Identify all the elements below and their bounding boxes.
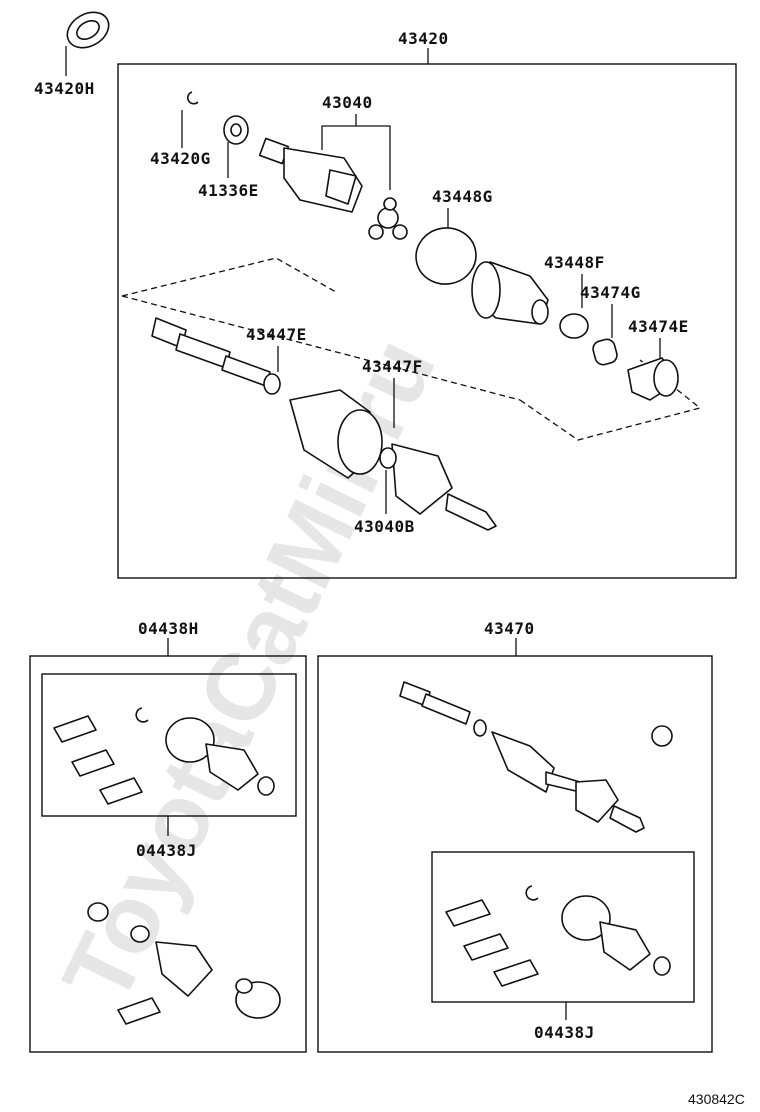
assembly-43470-box	[317, 655, 713, 1053]
kit-04438J-right-parts[interactable]	[445, 885, 671, 987]
part-43420G-snap-ring[interactable]	[186, 91, 199, 105]
kit-04438J-left-parts[interactable]	[53, 707, 275, 805]
part-43420H-oil-seal[interactable]	[61, 5, 115, 55]
part-41336E-washer[interactable]	[223, 115, 249, 145]
label-43448F[interactable]: 43448F	[544, 253, 605, 272]
label-43447F[interactable]: 43447F	[362, 357, 423, 376]
label-04438J-right[interactable]: 04438J	[534, 1023, 595, 1042]
kit-04438J-left-inner-box	[41, 673, 297, 817]
label-04438J-left[interactable]: 04438J	[136, 841, 197, 860]
part-43040B-ring[interactable]	[379, 447, 397, 469]
label-43447E[interactable]: 43447E	[246, 325, 307, 344]
part-43040-outer-joint-housing[interactable]	[258, 137, 363, 213]
label-43474E[interactable]: 43474E	[628, 317, 689, 336]
assembly-43420-box	[117, 63, 737, 579]
label-43040[interactable]: 43040	[322, 93, 373, 112]
label-43420G[interactable]: 43420G	[150, 149, 211, 168]
label-43040B[interactable]: 43040B	[354, 517, 415, 536]
part-43040-tripod[interactable]	[368, 197, 408, 240]
label-41336E[interactable]: 41336E	[198, 181, 259, 200]
figure-code: 430842C	[688, 1091, 745, 1107]
part-43447E-boot-clamp[interactable]	[263, 373, 281, 395]
part-43474E-dynamic-damper[interactable]	[627, 357, 679, 401]
label-43474G[interactable]: 43474G	[580, 283, 641, 302]
part-43470-drive-shaft-assembly[interactable]	[399, 681, 673, 833]
part-outboard-joint[interactable]	[289, 389, 497, 531]
part-43448G-boot-clamp[interactable]	[412, 223, 481, 289]
label-04438H[interactable]: 04438H	[138, 619, 199, 638]
label-43420H[interactable]: 43420H	[34, 79, 95, 98]
label-43420[interactable]: 43420	[398, 29, 449, 48]
part-43474G-bushing[interactable]	[591, 338, 618, 367]
label-43470[interactable]: 43470	[484, 619, 535, 638]
part-inboard-boot[interactable]	[471, 261, 549, 325]
part-drive-shaft[interactable]	[151, 317, 271, 387]
kit-04438J-right-inner-box	[431, 851, 695, 1003]
part-43448F-small-clamp[interactable]	[559, 313, 589, 339]
kit-04438H-box	[29, 655, 307, 1053]
label-43448G[interactable]: 43448G	[432, 187, 493, 206]
kit-04438H-parts[interactable]	[87, 902, 281, 1025]
